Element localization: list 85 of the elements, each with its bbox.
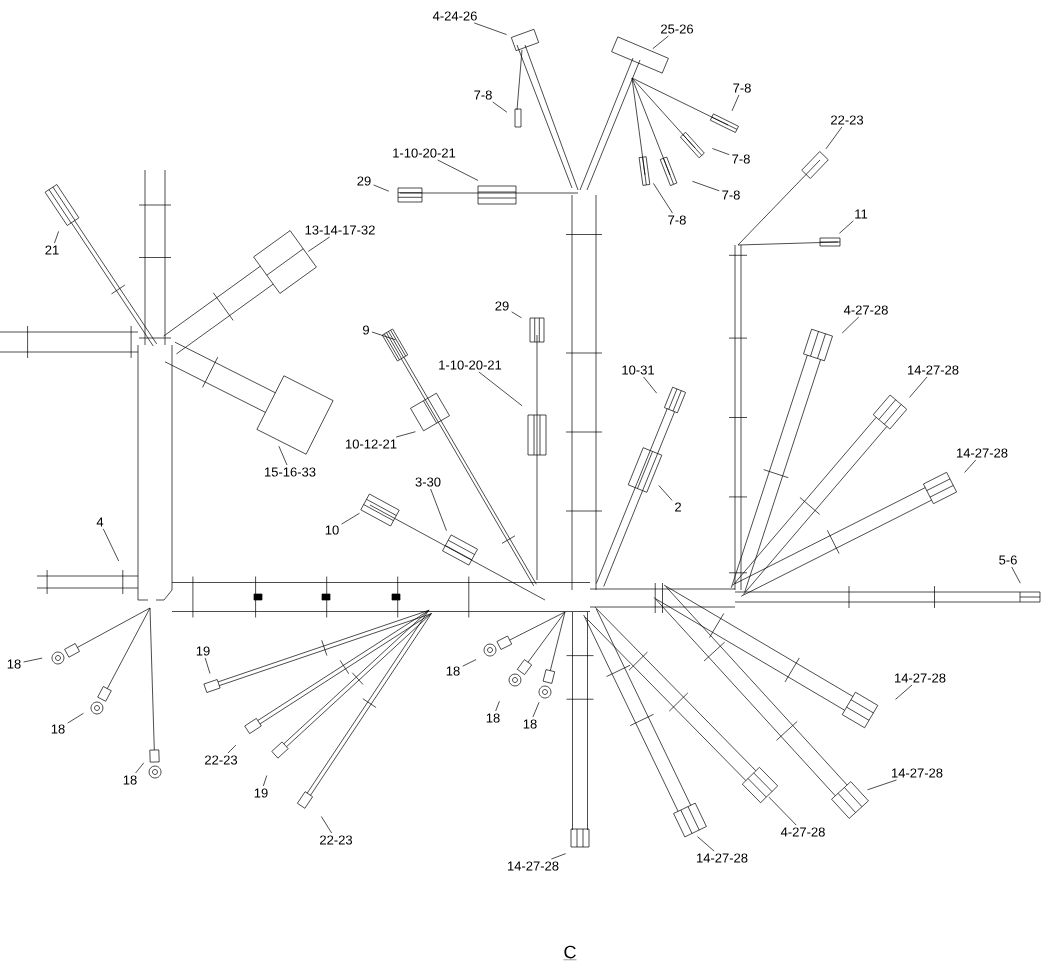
callout-number: 4-27-28 — [780, 827, 825, 837]
leader-line — [511, 311, 522, 319]
leader-line — [204, 657, 211, 674]
callout-number: 5-6 — [999, 555, 1017, 565]
callout-number: 9 — [363, 325, 369, 335]
leader-line — [841, 316, 860, 334]
callout-number: 4-27-28 — [843, 305, 888, 315]
leader-line — [278, 445, 288, 466]
leader-line — [23, 657, 43, 663]
callout-number: 18 — [51, 724, 65, 734]
leader-line — [67, 712, 84, 724]
leader-line — [825, 126, 843, 150]
callout-number: 14-27-28 — [892, 768, 943, 778]
leader-line — [839, 220, 854, 234]
callout-number: 25-26 — [661, 24, 694, 34]
leader-line — [964, 459, 977, 473]
callout-number: 7-8 — [722, 190, 740, 200]
callout-number: 13-14-17-32 — [305, 225, 375, 235]
leader-line — [430, 488, 447, 532]
callout-number: 7-8 — [732, 154, 750, 164]
leader-line — [643, 376, 658, 394]
callout-number: 14-27-28 — [507, 861, 559, 871]
callout-number: 18 — [486, 713, 500, 723]
leader-line — [371, 331, 396, 341]
callout-number: 18 — [523, 719, 537, 729]
leader-line — [320, 816, 332, 834]
leader-line — [731, 94, 740, 112]
leader-line — [768, 796, 797, 826]
callout-number: 14-27-28 — [697, 853, 748, 863]
callout-number: 29 — [357, 176, 371, 186]
callout-number: 7-8 — [668, 215, 686, 225]
callout-number: 10-31 — [622, 365, 654, 375]
callout-number: 14-27-28 — [957, 448, 1008, 458]
callout-number: 2 — [675, 502, 681, 512]
view-label: C — [563, 945, 577, 960]
leader-line — [712, 148, 730, 156]
callout-number: 7-8 — [733, 83, 751, 93]
leader-line — [437, 159, 479, 181]
leader-line — [307, 236, 331, 252]
callout-number: 22-23 — [205, 755, 238, 765]
leader-line — [658, 485, 673, 501]
leader-line — [653, 183, 673, 214]
leader-line — [102, 528, 120, 562]
callout-number: 1-10-20-21 — [393, 148, 456, 158]
leader-line — [895, 684, 913, 700]
callout-number: 10 — [325, 525, 339, 535]
leader-line — [395, 431, 416, 438]
leader-line — [227, 744, 237, 754]
leader-line — [532, 701, 540, 718]
leader-line — [373, 184, 390, 192]
leader-line — [462, 659, 477, 667]
callout-number: 14-27-28 — [908, 365, 959, 375]
callout-number: 19 — [196, 646, 210, 656]
leader-line — [473, 22, 507, 35]
callout-number: 14-27-28 — [895, 673, 946, 683]
callout-number: 10-12-21 — [345, 439, 397, 449]
callout-number: 1-10-20-21 — [439, 360, 502, 370]
leader-line — [697, 836, 715, 852]
leader-line — [909, 376, 928, 398]
callout-number: 18 — [7, 659, 21, 669]
leader-line — [652, 35, 669, 50]
callout-number: 19 — [254, 788, 268, 798]
leader-line — [262, 775, 268, 787]
leader-line — [135, 762, 145, 774]
leader-line — [341, 512, 360, 525]
callout-number: 22-23 — [320, 835, 353, 845]
callout-number: 11 — [855, 209, 868, 219]
callout-number: 18 — [123, 775, 137, 785]
callout-number: 3-30 — [415, 477, 441, 487]
callout-number: 29 — [495, 301, 509, 311]
callout-number: 4 — [96, 517, 104, 527]
callout-number: 21 — [45, 245, 59, 255]
callout-number: 4-24-26 — [432, 11, 477, 21]
leader-line — [495, 700, 500, 712]
leader-line — [867, 779, 897, 791]
callout-number: 22-23 — [831, 115, 864, 125]
leader-line — [492, 101, 508, 113]
callout-number: 7-8 — [474, 90, 492, 100]
callout-number: 15-16-33 — [264, 467, 316, 477]
leader-line — [54, 231, 59, 244]
leader-line — [692, 180, 720, 192]
callout-number: 18 — [446, 666, 460, 676]
leader-line — [1011, 566, 1021, 584]
leader-line — [478, 371, 523, 407]
leader-line — [551, 853, 567, 860]
